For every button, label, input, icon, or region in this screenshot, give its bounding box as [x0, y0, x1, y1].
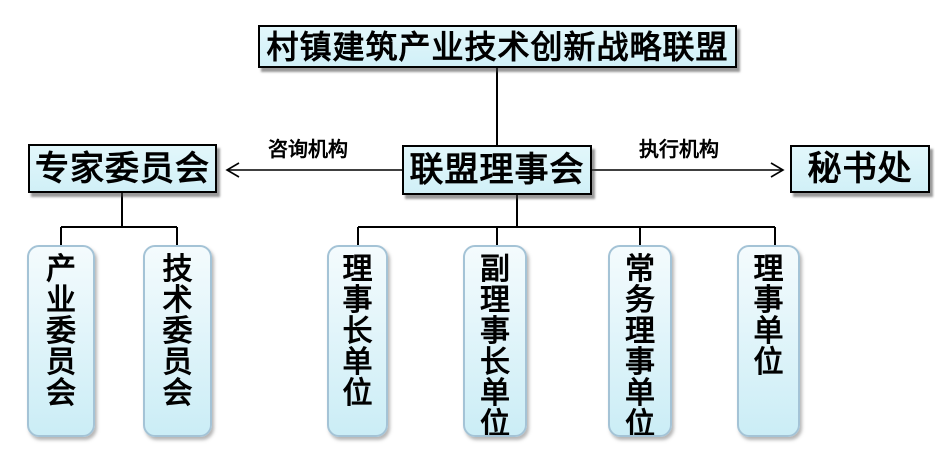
council-label: 联盟理事会	[409, 151, 585, 189]
advisory-arrow	[225, 162, 402, 178]
vice-chairman-unit-node: 副理事长单位	[463, 245, 527, 437]
root-node: 村镇建筑产业技术创新战略联盟	[258, 25, 737, 68]
root-node-label: 村镇建筑产业技术创新战略联盟	[266, 28, 729, 65]
chairman-unit-node: 理事长单位	[327, 245, 388, 437]
connector-expert-tree	[60, 193, 178, 246]
secretariat-node: 秘书处	[790, 145, 930, 193]
technology-committee-label: 技术委员会	[162, 253, 193, 410]
advisory-edge-label: 咨询机构	[268, 139, 348, 161]
standing-director-unit-node: 常务理事单位	[608, 245, 672, 437]
industry-committee-label: 产业委员会	[46, 253, 76, 410]
director-unit-label: 理事单位	[753, 253, 784, 379]
vice-chairman-unit-label: 副理事长单位	[480, 253, 510, 437]
secretariat-label: 秘书处	[807, 150, 913, 188]
expert-committee-label: 专家委员会	[35, 149, 210, 188]
industry-committee-node: 产业委员会	[27, 245, 95, 437]
director-unit-node: 理事单位	[737, 245, 800, 437]
executive-arrowhead-icon	[770, 162, 785, 178]
executive-edge-label: 执行机构	[639, 139, 719, 161]
technology-committee-node: 技术委员会	[143, 245, 212, 437]
council-node: 联盟理事会	[402, 145, 592, 195]
connector-council-tree	[357, 195, 776, 246]
chairman-unit-label: 理事长单位	[342, 253, 373, 410]
standing-director-unit-label: 常务理事单位	[625, 253, 655, 437]
expert-committee-node: 专家委员会	[28, 144, 217, 193]
executive-arrow	[592, 162, 785, 178]
advisory-arrowhead-icon	[225, 162, 240, 178]
